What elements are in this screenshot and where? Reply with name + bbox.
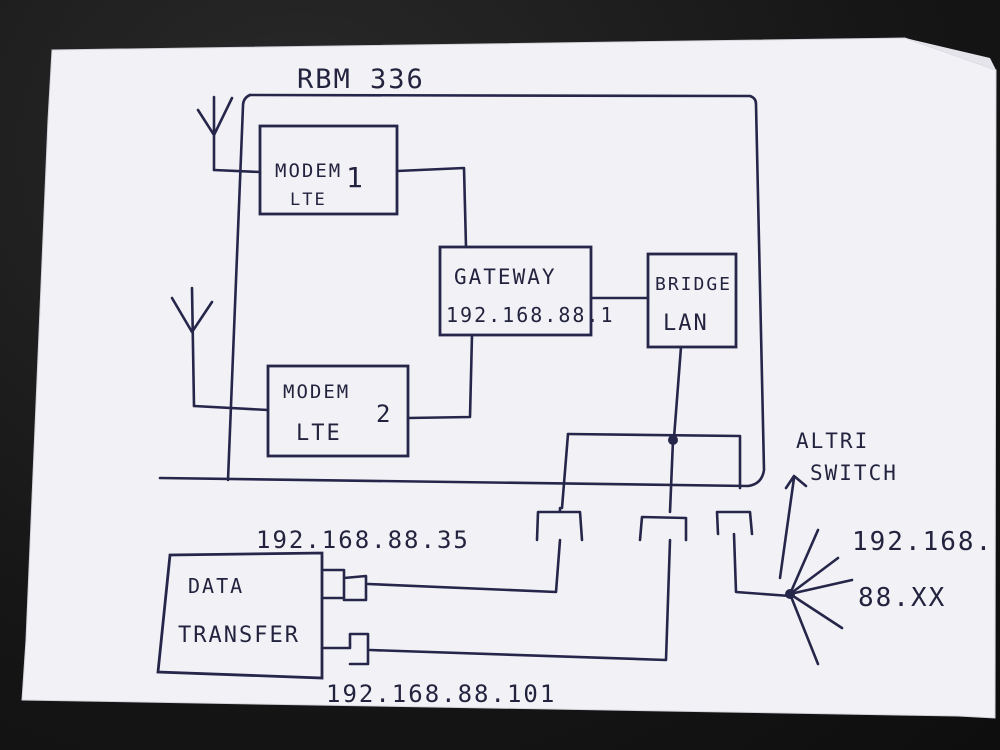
data-transfer-port-2 [320, 632, 370, 666]
gateway-ip: 192.168.88.1 [446, 303, 615, 327]
switch-fanout-lines [788, 528, 854, 666]
bridge-lan-box [646, 252, 738, 349]
modem-2-type: LTE [296, 421, 342, 446]
lan-port-1 [535, 506, 584, 542]
device-enclosure-left-edge [226, 93, 252, 482]
device-enclosure-outline [158, 93, 766, 488]
modem-2-label: MODEM [283, 381, 350, 403]
bridge-lan-label: LAN [663, 311, 709, 336]
modem-2-number: 2 [376, 400, 392, 428]
modem-1-number: 1 [346, 161, 365, 194]
data-transfer-label-2: TRANSFER [178, 623, 300, 648]
cable-port2-to-datatransfer [368, 538, 672, 662]
lan-port-2 [638, 515, 688, 542]
gateway-box [438, 245, 593, 337]
lan-bus-line [566, 432, 742, 490]
antenna-1-icon [196, 95, 262, 174]
ip-range-label: 192.168. [852, 527, 993, 557]
paper-sheet [21, 37, 997, 719]
ip-port1-label: 192.168.88.35 [256, 526, 470, 554]
paper-fold [905, 38, 996, 70]
cable-port1-to-datatransfer [366, 538, 562, 594]
modem2-to-gateway-line [406, 333, 474, 420]
modem-2-box [266, 364, 410, 458]
data-transfer-box [156, 551, 324, 680]
ip-port2-label: 192.168.88.101 [326, 680, 556, 708]
arrow-to-other-switches [778, 474, 808, 580]
modem-1-type: LTE [290, 190, 327, 210]
other-switches-label: ALTRI [796, 429, 869, 453]
gateway-label: GATEWAY [454, 265, 557, 289]
modem1-to-gateway-line [395, 166, 468, 249]
device-label: RBM 336 [297, 64, 425, 95]
ip-range-label-2: 88.XX [858, 583, 946, 613]
modem-1-label: MODEM [275, 160, 342, 182]
antenna-2-icon [170, 286, 270, 412]
bridge-down-line [672, 345, 683, 440]
lan-port-3 [715, 510, 754, 536]
data-transfer-port-1 [320, 568, 368, 602]
bridge-label: BRIDGE [655, 274, 732, 295]
port1-drop-line [560, 432, 570, 510]
cable-port3-to-switches [732, 532, 792, 598]
other-switches-label-2: SWITCH [810, 461, 898, 485]
data-transfer-label: DATA [188, 574, 244, 598]
port2-drop-line [668, 438, 675, 514]
